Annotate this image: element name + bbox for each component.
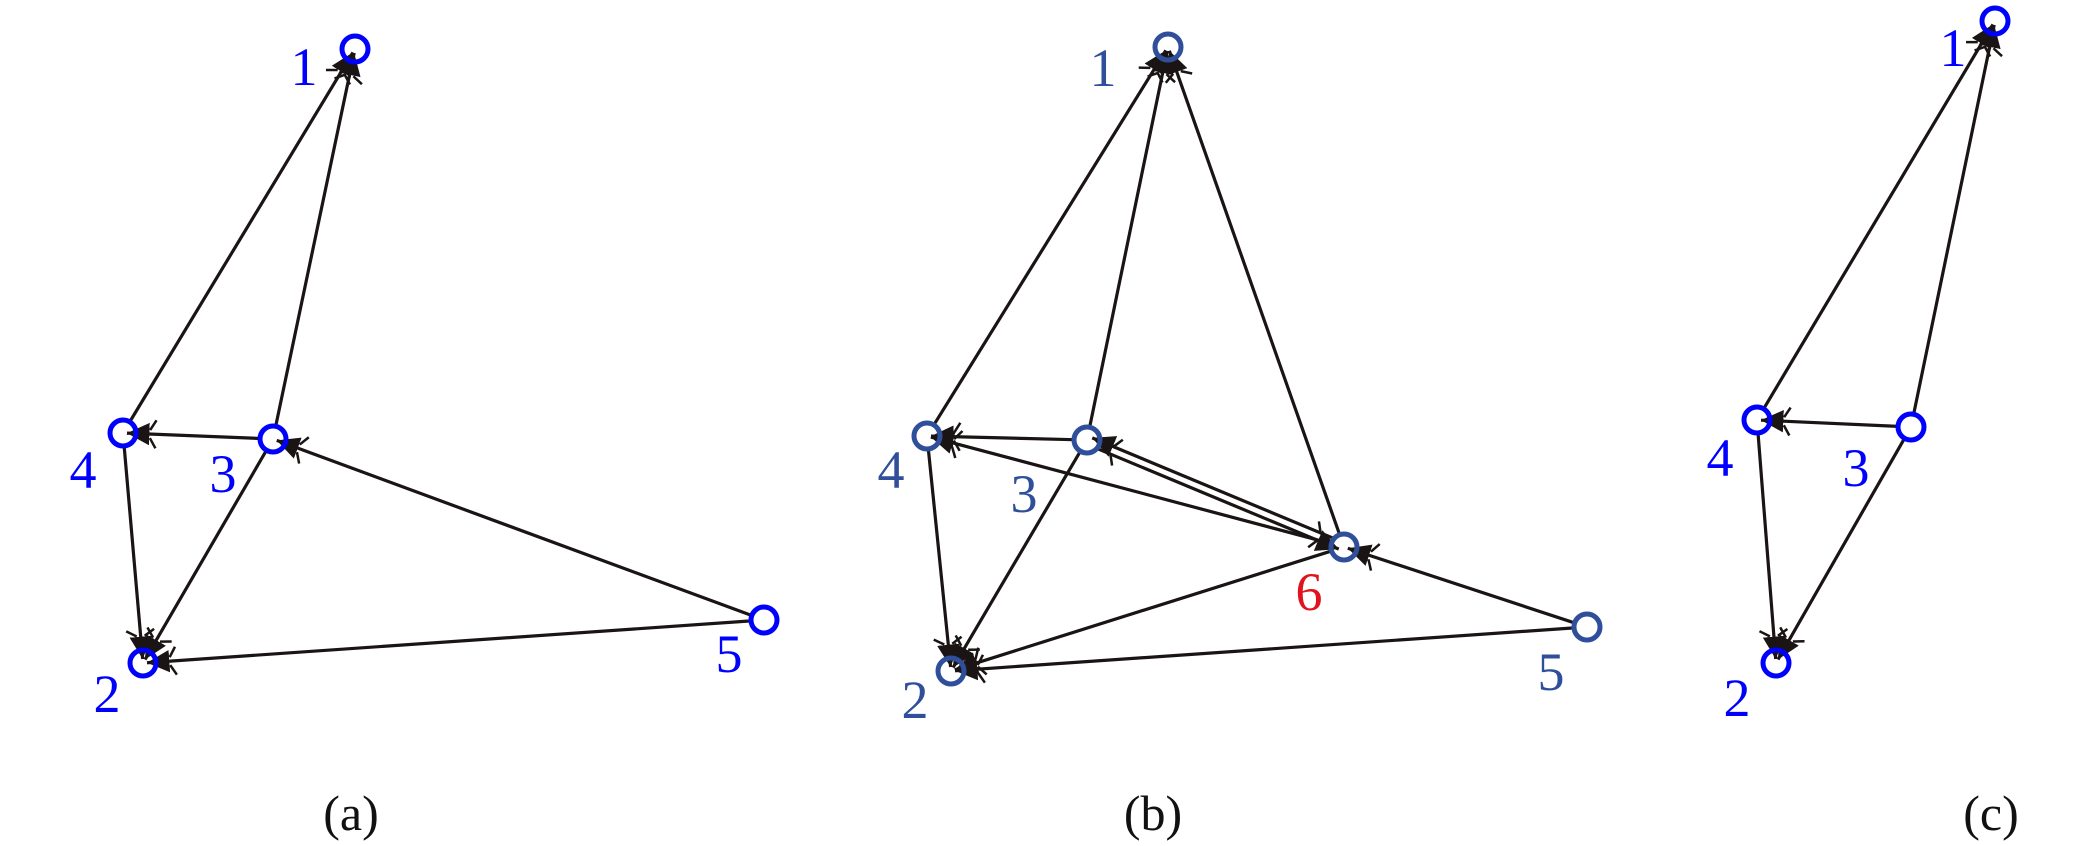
node-c-1 [1979,5,2011,37]
arrow-feather-mark [976,654,985,666]
node-b-3 [1071,424,1103,456]
edge-4-to-2 [122,445,152,660]
edge-3-to-4 [930,425,1075,448]
arrow-feather-mark [1974,45,1987,52]
arrow-feather-mark [974,647,980,660]
arrow-feather-mark [1758,630,1771,638]
edge-6-to-2 [954,549,1333,674]
arrow-feather-mark [1317,521,1322,534]
arrow-feather-mark [953,430,964,440]
node-b-2 [935,655,967,687]
node-c-2 [1760,647,1792,679]
node-a-5 [748,604,780,636]
edge-4-to-1 [1762,23,1995,410]
panel-a: 1 2 3 4 5 (a) [70,33,780,841]
arrow-feather-mark [298,436,310,446]
panel-caption: (b) [1124,785,1182,841]
edge-3-to-2 [143,449,268,661]
node-c-4 [1741,404,1773,436]
panel-b: 1 2 3 4 5 6 (b) [878,31,1603,841]
node-b-5 [1571,611,1603,643]
edge-3-to-1 [274,52,361,427]
arrow-feather-mark [951,635,963,645]
edge-6-to-4 [930,431,1332,546]
arrow-feather-mark [1992,47,2003,58]
arrow-feather-mark [352,75,363,86]
arrow-feather-mark [1782,424,1791,437]
node-label: 2 [1724,668,1751,728]
edge-3-to-1 [1912,24,2001,415]
node-a-2 [127,647,159,679]
node-b-1 [1152,31,1184,63]
arrow-feather-mark [1779,626,1788,639]
arrow-feather-mark [143,627,155,637]
arrow-feather-mark [334,73,346,80]
node-label: 2 [902,670,929,730]
node-a-1 [339,33,371,65]
arrow-feather-mark [295,451,301,464]
node-label: 2 [94,664,121,724]
arrow-feather-mark [950,446,957,459]
arrow-feather-mark [1307,539,1319,549]
node-label: 4 [1707,428,1734,488]
node-a-4 [107,417,139,449]
node-a-3 [257,423,289,455]
arrow-feather-mark [148,437,157,449]
arrow-feather-mark [169,664,178,676]
arrow-feather-mark [1370,543,1381,553]
edge-3-to-2 [951,450,1082,669]
arrow-feather-mark [125,630,138,638]
arrow-feather-mark [149,419,158,431]
arrow-feather-mark [1147,71,1160,78]
edge-3-to-2 [1776,437,1906,661]
edge-5-to-2 [146,619,752,673]
node-label: 1 [1940,18,1967,78]
node-label: 3 [210,444,237,504]
edge-6-to-3 [1091,436,1335,540]
arrow-feather-mark [977,672,986,684]
edge-3-to-4 [126,422,261,446]
panel-caption: (a) [323,785,379,841]
arrow-feather-mark [953,422,962,434]
node-b-4 [911,420,943,452]
arrow-feather-mark [1180,69,1193,75]
edge-3-to-4 [1760,410,1899,433]
edge-3-to-1 [1088,50,1174,428]
edge-5-to-6 [1347,544,1576,625]
node-label: 1 [291,37,318,97]
panel-caption: (c) [1963,785,2019,841]
node-label: 4 [878,440,905,500]
node-label: 3 [1843,438,1870,498]
arrow-feather-mark [1164,72,1175,84]
node-label: 6 [1296,562,1323,622]
panel-c: 1 2 3 4 (c) [1707,5,2019,841]
arrow-feather-mark [1109,453,1114,466]
arrow-feather-mark [933,638,945,646]
node-b-6 [1328,531,1360,563]
arrow-feather-mark [1112,438,1124,448]
arrow-feather-mark [1783,406,1792,418]
arrow-feather-mark [1367,558,1373,571]
edge-6-to-1 [1166,50,1342,536]
node-label: 3 [1011,464,1038,524]
arrow-feather-mark [168,646,177,658]
edge-4-to-2 [1756,432,1786,660]
node-label: 5 [716,624,743,684]
edge-5-to-3 [276,437,753,618]
edge-3-to-6 [1096,447,1340,551]
node-label: 5 [1538,642,1565,702]
edge-4-to-2 [926,448,960,668]
edge-4-to-1 [932,49,1168,426]
node-c-3 [1895,411,1927,443]
node-label: 1 [1090,38,1117,98]
node-label: 4 [70,440,97,500]
edge-4-to-1 [128,51,355,423]
edge-5-to-2 [954,626,1575,681]
